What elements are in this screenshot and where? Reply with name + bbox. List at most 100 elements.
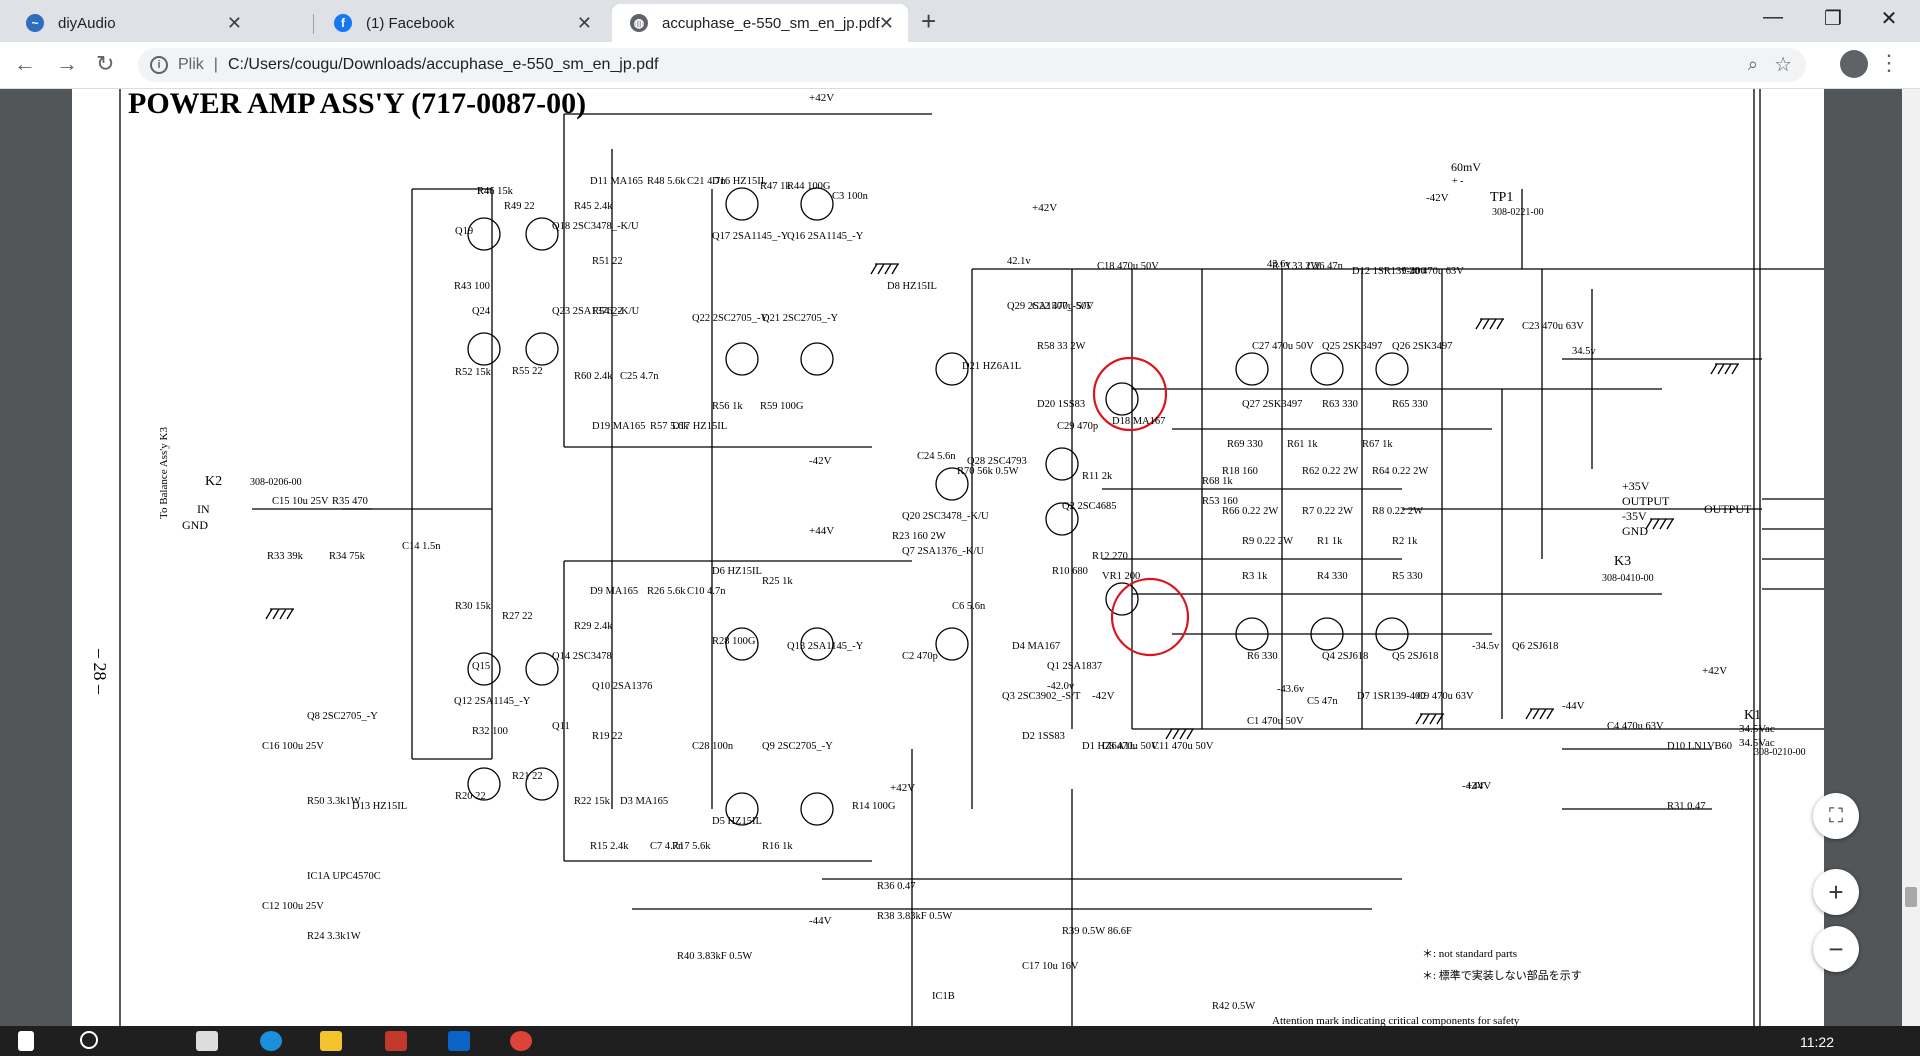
address-separator: | xyxy=(213,56,218,73)
component-label: R18 160 xyxy=(1222,466,1258,477)
minimize-button[interactable]: — xyxy=(1763,6,1783,28)
store-icon[interactable] xyxy=(385,1031,407,1051)
component-label: R45 2.4k xyxy=(574,201,613,212)
windows-start-icon[interactable] xyxy=(18,1031,34,1051)
component-label: R49 22 xyxy=(504,201,535,212)
component-label: R1 1k xyxy=(1317,536,1343,547)
task-view-icon[interactable] xyxy=(196,1031,218,1051)
component-label: Q3 2SC3902_-S/T xyxy=(1002,691,1081,702)
maximize-button[interactable]: ❐ xyxy=(1824,8,1842,30)
component-label: C21 4.7n xyxy=(687,176,726,187)
file-explorer-icon[interactable] xyxy=(320,1031,342,1051)
component-label: R16 1k xyxy=(762,841,793,852)
component-label: R59 100G xyxy=(760,401,804,412)
component-label: Q21 2SC2705_-Y xyxy=(762,313,839,324)
address-url[interactable]: C:/Users/cougu/Downloads/accuphase_e-550… xyxy=(227,56,659,73)
component-label: C10 4.7n xyxy=(687,586,726,597)
component-label: R40 3.83kF 0.5W xyxy=(677,951,752,962)
component-label: D8 HZ15IL xyxy=(887,281,937,292)
close-tab-icon[interactable]: ✕ xyxy=(576,13,592,33)
component-label: Q14 2SC3478 xyxy=(552,651,612,662)
back-button[interactable]: ← xyxy=(14,51,36,76)
reload-button[interactable]: ↻ xyxy=(96,51,115,76)
bookmark-star-icon[interactable]: ☆ xyxy=(1774,54,1792,76)
tab-pdf[interactable]: ◍ accuphase_e-550_sm_en_jp.pdf ✕ xyxy=(612,4,908,42)
k1-label: K1 xyxy=(1744,708,1761,723)
voltage-annotation: -34.5v xyxy=(1472,641,1500,652)
wire xyxy=(1652,518,1660,530)
component-label: R8 0.22 2W xyxy=(1372,506,1423,517)
component-label: R44 100G xyxy=(787,181,831,192)
zoom-in-button[interactable]: + xyxy=(1813,869,1859,915)
component-label: D21 HZ6A1L xyxy=(962,361,1021,372)
component-label: Q17 2SA1145_-Y xyxy=(712,231,789,242)
component-label: R19 22 xyxy=(592,731,623,742)
transistor-symbol xyxy=(725,342,759,376)
edge-icon[interactable] xyxy=(260,1031,282,1051)
close-tab-icon[interactable]: ✕ xyxy=(878,13,894,33)
transistor-symbol xyxy=(800,342,834,376)
wire xyxy=(1645,518,1653,530)
component-label: R2 1k xyxy=(1392,536,1418,547)
component-label: R7 0.22 2W xyxy=(1302,506,1353,517)
pdf-scrollbar[interactable] xyxy=(1902,89,1920,1026)
zoom-out-button[interactable]: − xyxy=(1813,926,1859,972)
component-label: R21 22 xyxy=(512,771,543,782)
pdf-scrollbar-thumb[interactable] xyxy=(1905,887,1917,907)
wire xyxy=(286,608,294,620)
fit-page-button[interactable]: ⛶ xyxy=(1813,793,1859,839)
component-label: R33 39k xyxy=(267,551,304,562)
component-label: D18 MA167 xyxy=(1112,416,1165,427)
component-label: C20 470u 63V xyxy=(1402,266,1464,277)
k3-pin: -35V xyxy=(1622,509,1647,523)
component-label: R15 2.4k xyxy=(590,841,629,852)
wire xyxy=(1172,728,1180,740)
power-rail-label: +42V xyxy=(1032,202,1057,214)
component-label: C9 470u 63V xyxy=(1417,691,1474,702)
outlook-icon[interactable] xyxy=(448,1031,470,1051)
component-label: R47 1k xyxy=(760,181,791,192)
wire xyxy=(1496,318,1504,330)
component-label: R14 100G xyxy=(852,801,896,812)
component-label: C6 5.6n xyxy=(952,601,986,612)
component-label: Q29 2SA1507_-S/T xyxy=(1007,301,1092,312)
wire xyxy=(1710,363,1718,375)
wire xyxy=(1731,363,1739,375)
component-label: Q9 2SC2705_-Y xyxy=(762,741,833,752)
component-label: R22 15k xyxy=(574,796,611,807)
component-label: C24 5.6n xyxy=(917,451,956,462)
k3-pin: GND xyxy=(1622,524,1648,538)
chrome-icon[interactable] xyxy=(510,1031,532,1051)
close-tab-icon[interactable]: ✕ xyxy=(226,13,242,33)
wire xyxy=(1429,713,1437,725)
zoom-icon[interactable]: ⌕ xyxy=(1747,54,1758,74)
tab-diyaudio[interactable]: ~ diyAudio ✕ xyxy=(8,4,256,42)
info-icon[interactable]: i xyxy=(150,56,168,74)
address-bar[interactable]: i Plik | C:/Users/cougu/Downloads/accuph… xyxy=(138,48,1806,82)
search-icon[interactable] xyxy=(80,1031,98,1049)
component-label: VR1 200 xyxy=(1102,571,1140,582)
new-tab-button[interactable]: + xyxy=(921,6,937,36)
side-label: To Balance Ass'y K3 xyxy=(158,427,170,519)
forward-button[interactable]: → xyxy=(56,51,78,76)
k3-pin: +35V xyxy=(1622,479,1650,493)
more-menu-icon[interactable]: ⋮ xyxy=(1878,50,1900,75)
component-label: Q26 2SK3497 xyxy=(1392,341,1452,352)
profile-avatar-icon[interactable] xyxy=(1840,50,1868,78)
component-label: Q13 2SA1145_-Y xyxy=(787,641,864,652)
voltage-annotation: -43.6v xyxy=(1277,684,1305,695)
component-label: R66 0.22 2W xyxy=(1222,506,1278,517)
component-label: R26 5.6k xyxy=(647,586,686,597)
component-label: D2 1SS83 xyxy=(1022,731,1065,742)
wire xyxy=(1415,713,1423,725)
transistor-symbol xyxy=(935,627,969,661)
wire xyxy=(1546,708,1554,720)
component-label: R54 22 xyxy=(592,306,623,317)
close-window-button[interactable]: ✕ xyxy=(1880,8,1898,30)
component-label: Q25 2SK3497 xyxy=(1322,341,1382,352)
transistor-symbol xyxy=(467,767,501,801)
component-label: R62 0.22 2W xyxy=(1302,466,1358,477)
tab-facebook[interactable]: f (1) Facebook ✕ xyxy=(316,4,606,42)
component-label: R11 2k xyxy=(1082,471,1113,482)
component-label: R53 160 xyxy=(1202,496,1238,507)
